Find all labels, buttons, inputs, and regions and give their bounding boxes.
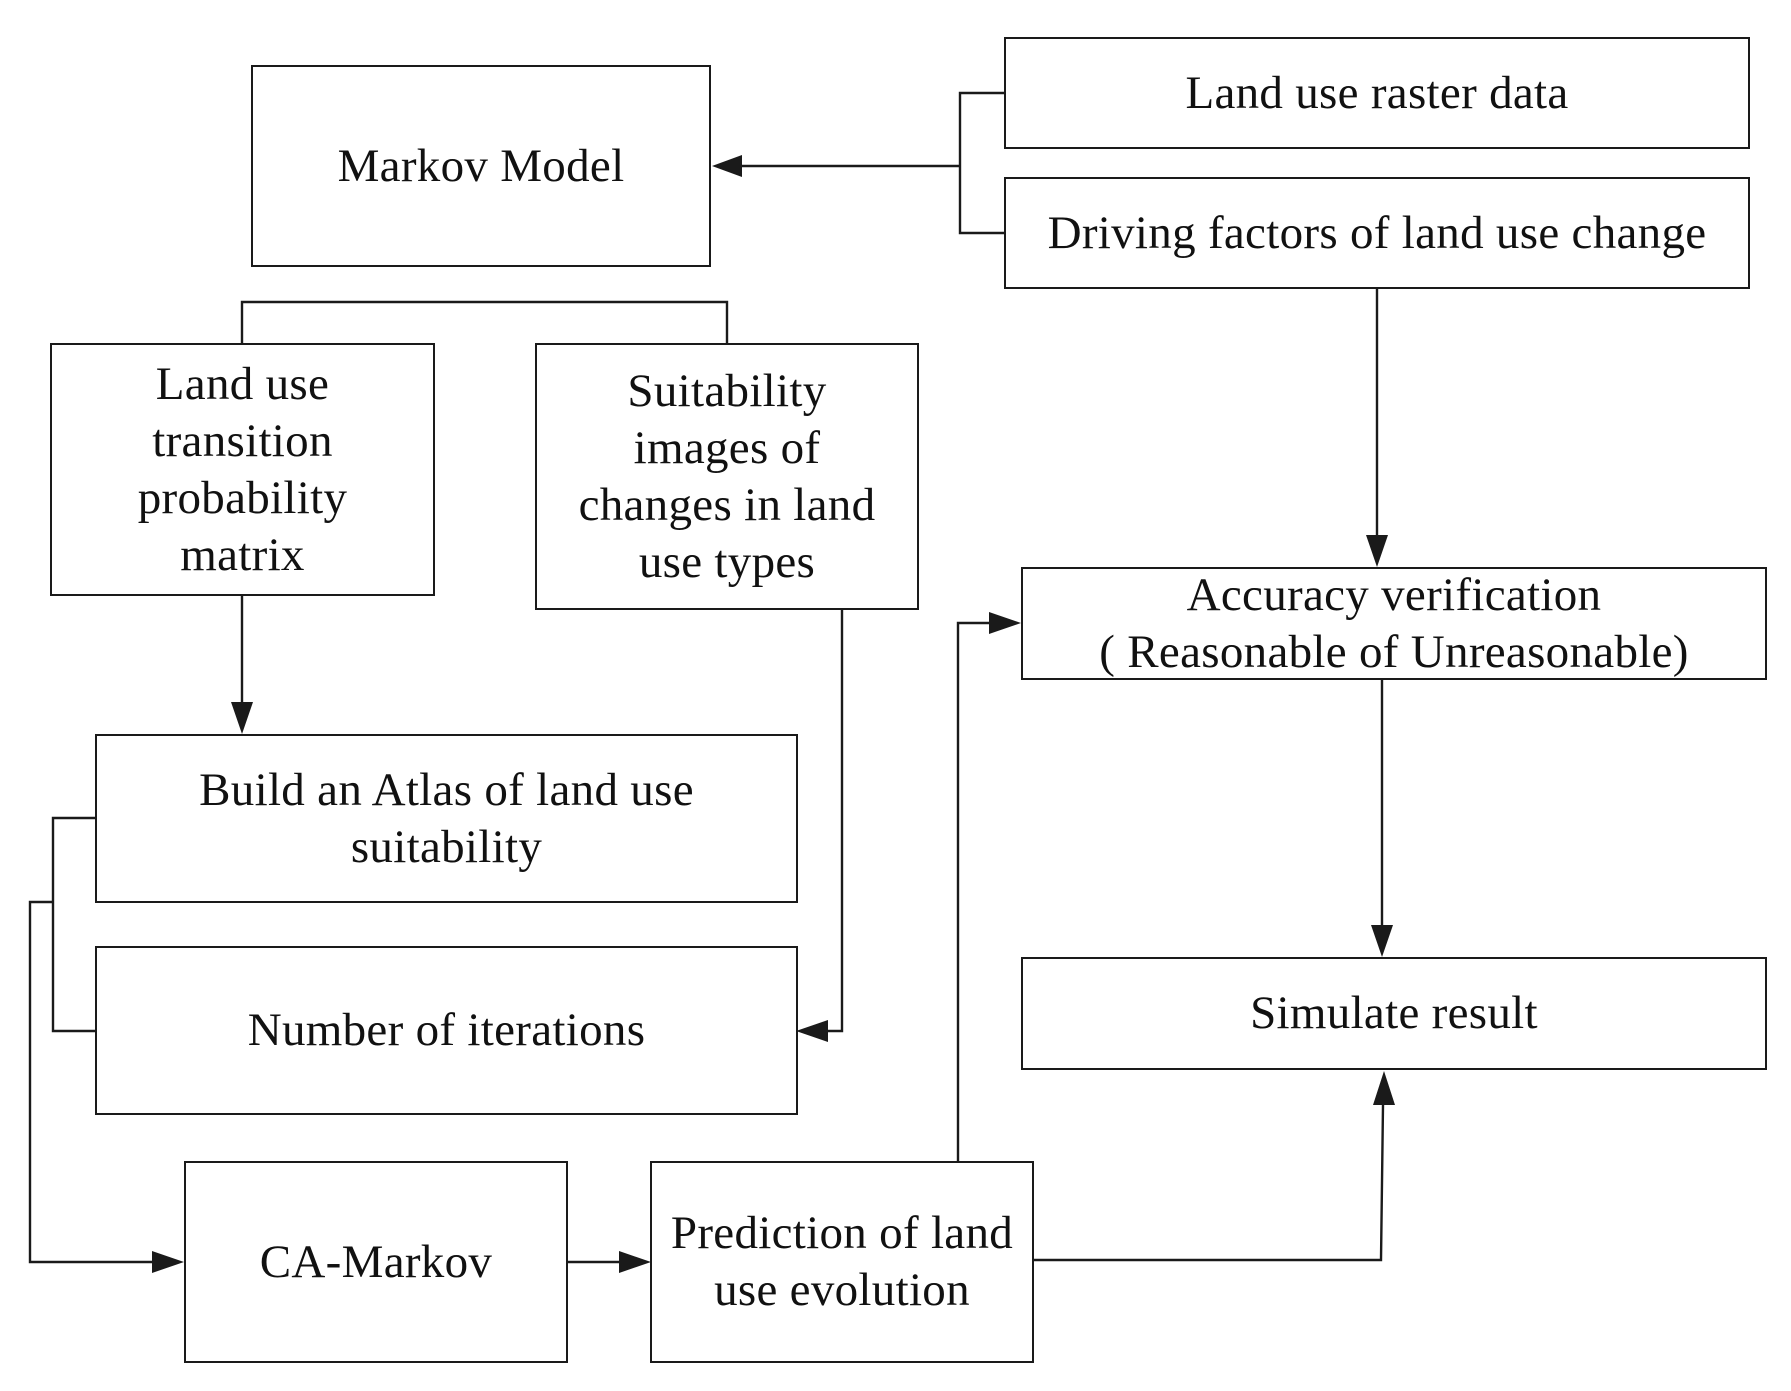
connector-to-ca-markov xyxy=(28,900,152,1264)
connector-atlas-iterations-bracket xyxy=(51,816,96,1033)
land-use-raster-data-box: Land use raster data xyxy=(1004,37,1750,149)
arrowhead-prediction xyxy=(619,1251,651,1273)
suitability-images-label: Suitability images of changes in land us… xyxy=(578,364,876,588)
number-of-iterations-box: Number of iterations xyxy=(95,946,798,1115)
prediction-of-land-use-evolution-box: Prediction of land use evolution xyxy=(650,1161,1034,1363)
simulate-result-box: Simulate result xyxy=(1021,957,1767,1070)
arrowhead-atlas xyxy=(231,702,253,734)
accuracy-verification-box: Accuracy verification ( Reasonable of Un… xyxy=(1021,567,1767,680)
build-atlas-box: Build an Atlas of land use suitability xyxy=(95,734,798,903)
connector-markov-outputs xyxy=(240,300,729,344)
connector-prediction-to-result xyxy=(1033,1104,1385,1262)
land-use-raster-data-label: Land use raster data xyxy=(1185,66,1569,119)
arrowhead-iterations xyxy=(796,1020,828,1042)
prediction-of-land-use-evolution-label: Prediction of land use evolution xyxy=(670,1207,1014,1316)
transition-probability-matrix-box: Land use transition probability matrix xyxy=(50,343,435,596)
suitability-images-box: Suitability images of changes in land us… xyxy=(535,343,919,610)
ca-markov-box: CA-Markov xyxy=(184,1161,568,1363)
arrowhead-ca-markov xyxy=(152,1251,184,1273)
arrowhead-markov-model xyxy=(712,155,742,177)
arrowhead-result-from-prediction xyxy=(1373,1071,1395,1105)
number-of-iterations-label: Number of iterations xyxy=(247,1004,646,1056)
arrowhead-result-from-accuracy xyxy=(1371,925,1393,957)
ca-markov-label: CA-Markov xyxy=(259,1235,493,1288)
accuracy-verification-label: Accuracy verification ( Reasonable of Un… xyxy=(1099,568,1689,678)
connector-prediction-to-accuracy xyxy=(956,621,989,1162)
markov-model-label: Markov Model xyxy=(337,139,625,192)
connector-suitability-to-iterations xyxy=(828,609,844,1033)
connector-raster-bracket xyxy=(958,91,1005,235)
arrowhead-accuracy-from-driving xyxy=(1366,535,1388,567)
driving-factors-label: Driving factors of land use change xyxy=(1047,206,1707,259)
simulate-result-label: Simulate result xyxy=(1250,987,1538,1039)
transition-probability-matrix-label: Land use transition probability matrix xyxy=(137,357,348,581)
markov-model-box: Markov Model xyxy=(251,65,711,267)
driving-factors-box: Driving factors of land use change xyxy=(1004,177,1750,289)
arrowhead-accuracy-from-prediction xyxy=(989,612,1021,634)
build-atlas-label: Build an Atlas of land use suitability xyxy=(199,763,694,873)
